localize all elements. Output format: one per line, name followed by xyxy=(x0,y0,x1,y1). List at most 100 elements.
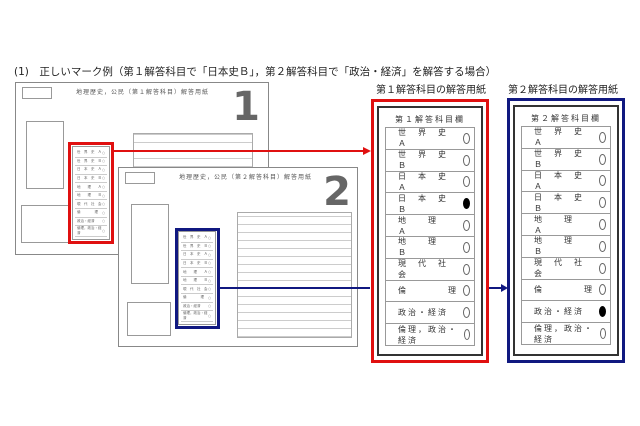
empty-bubble-icon[interactable] xyxy=(463,220,470,232)
form-code-box xyxy=(125,172,155,184)
mini-subject-label: 政治・経済 xyxy=(77,218,95,223)
subject-row: 世 界 史 Ｂ xyxy=(521,147,611,171)
panel-header: 第２解答科目欄 xyxy=(531,114,601,123)
subject-column-2-mini: 世 界 史 Ａ○世 界 史 Ｂ○日 本 史 Ａ○日 本 史 Ｂ○地 理 Ａ○地 … xyxy=(178,231,216,325)
sheet-title: 地理歴史，公民（第１解答科目）解答用紙 xyxy=(76,89,210,96)
mini-subject-row: 世 界 史 Ａ○ xyxy=(181,234,213,243)
exam-number-box xyxy=(26,121,64,189)
mini-subject-label: 地 理 Ｂ xyxy=(77,193,102,198)
empty-bubble-icon[interactable] xyxy=(599,131,606,143)
subject-row: 地 理 Ａ xyxy=(385,214,475,237)
subject-row: 日 本 史 Ｂ xyxy=(521,191,611,215)
mini-subject-label: 倫 理 xyxy=(183,295,204,300)
mini-subject-row: 政治・経済○ xyxy=(181,303,213,312)
mini-bubble-icon: ○ xyxy=(207,261,211,266)
subject-row: 倫理，政治・経済 xyxy=(521,322,611,345)
subject-column-1-mini: 世 界 史 Ａ○世 界 史 Ｂ○日 本 史 Ａ○日 本 史 Ｂ○地 理 Ａ○地 … xyxy=(72,146,110,240)
mini-subject-row: 地 理 Ａ○ xyxy=(181,268,213,277)
empty-bubble-icon[interactable] xyxy=(463,285,470,297)
subject-row: 倫理，政治・経済 xyxy=(385,323,475,346)
subject-label: 倫理，政治・経済 xyxy=(398,324,458,345)
mini-subject-label: 日 本 史 Ｂ xyxy=(77,175,102,180)
subject-row: 世 界 史 Ａ xyxy=(385,127,475,150)
subject-row: 地 理 Ａ xyxy=(521,213,611,236)
name-box xyxy=(127,302,171,336)
mini-subject-row: 世 界 史 Ｂ○ xyxy=(181,243,213,252)
subject-label: 現 代 社 会 xyxy=(534,258,594,279)
filled-bubble-icon[interactable] xyxy=(463,198,470,210)
mini-subject-row: 政治・経済 ○ xyxy=(75,218,107,227)
subject-label: 日 本 史 Ａ xyxy=(398,172,458,192)
subject-label: 倫 理 xyxy=(534,285,594,295)
mini-bubble-icon: ○ xyxy=(101,202,105,207)
mini-subject-row: 倫 理○ xyxy=(75,209,107,218)
empty-bubble-icon[interactable] xyxy=(599,219,606,231)
exam-number-box xyxy=(131,204,169,284)
filled-bubble-icon[interactable] xyxy=(599,306,606,318)
mini-subject-row: 地 理 Ｂ○ xyxy=(75,192,107,201)
example-heading: (1) 正しいマーク例（第１解答科目で「日本史Ｂ」，第２解答科目で「政治・経済」… xyxy=(14,66,497,78)
empty-bubble-icon[interactable] xyxy=(599,240,606,252)
subject-row: 地 理 Ｂ xyxy=(521,234,611,258)
form-code-box xyxy=(22,87,52,99)
panel-header: 第１解答科目欄 xyxy=(395,115,465,124)
empty-bubble-icon[interactable] xyxy=(599,284,606,296)
subject-row: 政治・経済 xyxy=(385,301,475,325)
connector-line-second-end xyxy=(488,287,502,289)
arrow-right-icon xyxy=(363,147,371,155)
arrow-right-icon xyxy=(501,284,508,292)
subject-label: 地 理 Ａ xyxy=(534,214,594,235)
mini-subject-label: 倫理，政治・経済 xyxy=(77,226,102,236)
sheet-number: 2 xyxy=(323,169,351,215)
empty-bubble-icon[interactable] xyxy=(599,262,606,274)
empty-bubble-icon[interactable] xyxy=(599,328,606,340)
empty-bubble-icon[interactable] xyxy=(463,263,470,275)
empty-bubble-icon[interactable] xyxy=(463,329,470,341)
subject-row: 日 本 史 Ａ xyxy=(521,169,611,193)
mini-subject-row: 地 理 Ｂ○ xyxy=(181,277,213,286)
empty-bubble-icon[interactable] xyxy=(463,132,470,144)
mini-subject-label: 現 代 社 会 xyxy=(183,286,208,291)
subject-row: 地 理 Ｂ xyxy=(385,235,475,259)
mini-bubble-icon: ○ xyxy=(207,287,211,292)
mini-bubble-icon: ○ xyxy=(101,193,105,198)
answer-sheet-2: 地理歴史，公民（第２解答科目）解答用紙 2 xyxy=(118,167,358,347)
subject-label: 倫理，政治・経済 xyxy=(534,323,594,344)
subject-label: 世 界 史 Ｂ xyxy=(398,150,458,171)
mini-subject-label: 世 界 史 Ａ xyxy=(77,150,102,155)
subject-row: 世 界 史 Ｂ xyxy=(385,148,475,172)
mini-bubble-icon: ○ xyxy=(207,314,211,319)
mini-subject-label: 日 本 史 Ａ xyxy=(77,167,102,172)
empty-bubble-icon[interactable] xyxy=(599,197,606,209)
mini-bubble-icon: ○ xyxy=(101,219,105,224)
connector-line-first xyxy=(114,150,364,152)
empty-bubble-icon[interactable] xyxy=(463,307,470,319)
highlight-first-column xyxy=(68,142,114,244)
empty-bubble-icon[interactable] xyxy=(463,154,470,166)
empty-bubble-icon[interactable] xyxy=(463,176,470,188)
empty-bubble-icon[interactable] xyxy=(599,153,606,165)
subject-label: 地 理 Ｂ xyxy=(398,237,458,258)
mini-bubble-icon: ○ xyxy=(101,210,105,215)
mini-bubble-icon: ○ xyxy=(101,167,105,172)
subject-label: 政治・経済 xyxy=(398,308,448,318)
mini-subject-row: 現 代 社 会○ xyxy=(75,200,107,209)
subject-label: 倫 理 xyxy=(398,286,458,296)
mini-bubble-icon: ○ xyxy=(207,304,211,309)
subject-label: 日 本 史 Ａ xyxy=(534,171,594,191)
mini-subject-row: 倫理，政治・経済○ xyxy=(75,226,107,238)
subject-row: 現 代 社 会 xyxy=(385,257,475,281)
mini-bubble-icon: ○ xyxy=(101,176,105,181)
sheet-title: 地理歴史，公民（第２解答科目）解答用紙 xyxy=(179,174,313,181)
mini-subject-label: 倫 理 xyxy=(77,210,98,215)
mini-subject-row: 日 本 史 Ａ○ xyxy=(75,166,107,175)
subject-row: 政治・経済 xyxy=(521,300,611,324)
subject-label: 地 理 Ａ xyxy=(398,215,458,236)
empty-bubble-icon[interactable] xyxy=(463,241,470,253)
mini-subject-label: 地 理 Ａ xyxy=(77,184,102,189)
mini-bubble-icon: ○ xyxy=(207,244,211,249)
subject-label: 世 界 史 Ａ xyxy=(398,128,458,149)
empty-bubble-icon[interactable] xyxy=(599,175,606,187)
mini-subject-label: 世 界 史 Ｂ xyxy=(77,158,102,163)
